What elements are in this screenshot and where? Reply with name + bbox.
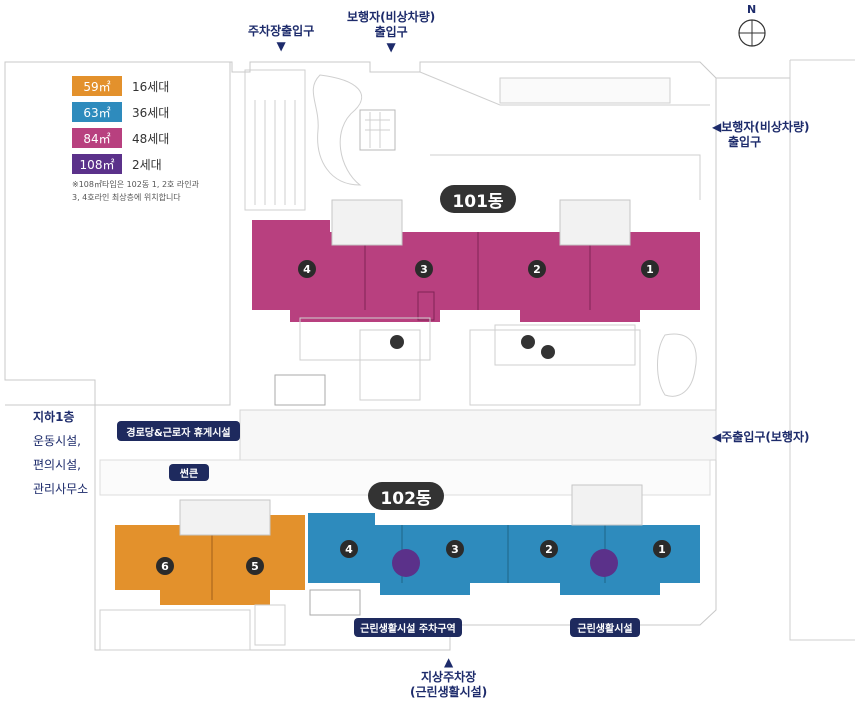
ped-right-entrance-label: ◀ 보행자(비상차량) 출입구 [712, 120, 809, 150]
unit-number: 4 [340, 540, 358, 558]
unit-number: 3 [446, 540, 464, 558]
arrow-down-icon: ▼ [386, 40, 396, 54]
ped-right-text-2: 출입구 [728, 135, 762, 149]
unit-number: 5 [246, 557, 264, 575]
retail-parking-label: 근린생활시설 주차구역 [354, 618, 462, 637]
basement-info: 지하1층 운동시설, 편의시설, 관리사무소 [33, 405, 88, 501]
legend-swatch: 59㎡ [72, 76, 122, 96]
ped-top-entrance-label: 보행자(비상차량) 출입구 ▼ [347, 10, 435, 55]
legend-count: 36세대 [132, 105, 170, 120]
parking-entrance-label: 주차장출입구 ▼ [248, 24, 314, 54]
compass-label: N [747, 3, 757, 16]
unit-number: 1 [641, 260, 659, 278]
ped-top-text-2: 출입구 [374, 25, 408, 39]
arrow-left-icon: ◀ [712, 120, 722, 134]
legend-note: ※108㎡타입은 102동 1, 2호 라인과 [72, 180, 200, 189]
retail-label: 근린생활시설 [570, 618, 640, 637]
right-road [789, 59, 855, 641]
unit-number: 2 [528, 260, 546, 278]
arrow-down-icon: ▼ [276, 39, 286, 53]
arrow-left-icon: ◀ [712, 430, 722, 444]
parking-entrance-text: 주차장출입구 [248, 24, 315, 38]
main-entrance-label: ◀ 주출입구(보행자) [712, 430, 809, 445]
legend-swatch: 84㎡ [72, 128, 122, 148]
main-entrance-text: 주출입구(보행자) [721, 430, 810, 444]
legend-row: 59㎡ 16세대 [72, 75, 199, 97]
basement-item: 관리사무소 [33, 482, 89, 496]
basement-title: 지하1층 [33, 410, 75, 424]
arrow-up-icon: ▲ [443, 655, 454, 669]
building-102-shape [115, 484, 700, 605]
legend-row: 108㎡ 2세대 [72, 153, 199, 175]
courtyard [274, 317, 697, 406]
compass-icon [738, 19, 766, 47]
legend-count: 16세대 [132, 79, 170, 94]
unit-number: 6 [156, 557, 174, 575]
internal-road [239, 409, 717, 461]
unit-number: 2 [540, 540, 558, 558]
building-101-shape [252, 199, 700, 322]
surface-parking-label: ▲ 지상주차장 (근린생활시설) [410, 655, 487, 700]
surface-parking-text-1: 지상주차장 [421, 670, 477, 684]
lower-area [99, 589, 361, 651]
unit-number: 1 [653, 540, 671, 558]
building-102-label: 102동 [368, 482, 444, 510]
building-101-label: 101동 [440, 185, 516, 213]
legend-count: 2세대 [132, 157, 162, 172]
legend-count: 48세대 [132, 131, 170, 146]
top-parking [244, 69, 710, 211]
legend-swatch: 108㎡ [72, 154, 122, 174]
basement-item: 편의시설, [33, 458, 81, 472]
surface-parking-text-2: (근린생활시설) [410, 685, 488, 699]
sunken-label: 썬큰 [169, 464, 209, 481]
unit-number: 4 [298, 260, 316, 278]
unit-type-legend: 59㎡ 16세대 63㎡ 36세대 84㎡ 48세대 108㎡ 2세대 ※108… [72, 75, 199, 203]
senior-center-label: 경로당&근로자 휴게시설 [117, 421, 240, 441]
ped-right-text-1: 보행자(비상차량) [721, 120, 810, 134]
unit-number: 3 [415, 260, 433, 278]
ped-top-text-1: 보행자(비상차량) [347, 10, 436, 24]
legend-row: 63㎡ 36세대 [72, 101, 199, 123]
legend-row: 84㎡ 48세대 [72, 127, 199, 149]
play-icons [390, 335, 555, 359]
legend-swatch: 63㎡ [72, 102, 122, 122]
basement-item: 운동시설, [33, 434, 81, 448]
legend-note: 3, 4호라인 최상층에 위치합니다 [72, 193, 181, 202]
